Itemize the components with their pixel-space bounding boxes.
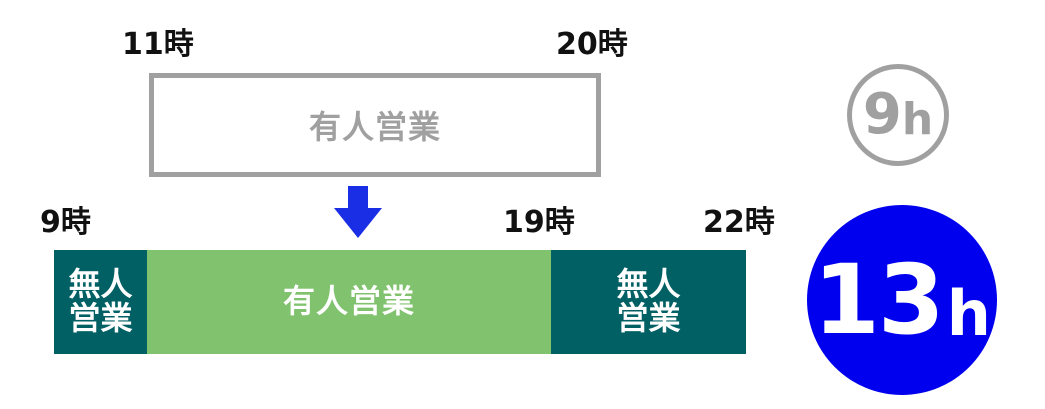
after-unmanned-segment-morning: 無人営業 [54, 250, 147, 354]
before-total-badge: 9 h [847, 64, 949, 166]
after-start-time: 9時 [40, 205, 91, 240]
after-total-badge: 13 h [807, 205, 997, 395]
before-total-unit: h [901, 94, 934, 145]
after-manned-segment: 有人営業 [147, 250, 551, 354]
after-unmanned-segment-evening: 無人営業 [551, 250, 746, 354]
after-total-unit: h [946, 277, 991, 350]
after-end-time: 22時 [703, 205, 775, 240]
after-manned-label: 有人営業 [282, 282, 415, 321]
after-unmanned-label-evening: 無人営業 [616, 265, 681, 337]
before-total-number: 9 [862, 82, 902, 147]
after-unmanned-label-morning: 無人営業 [68, 265, 133, 337]
before-manned-label: 有人営業 [308, 108, 441, 146]
before-manned-segment: 有人営業 [149, 73, 601, 177]
before-end-time: 20時 [556, 27, 628, 62]
arrow-down-icon [334, 186, 382, 238]
after-mid-time: 19時 [503, 205, 575, 240]
after-total-number: 13 [813, 244, 945, 356]
before-start-time: 11時 [122, 27, 194, 62]
